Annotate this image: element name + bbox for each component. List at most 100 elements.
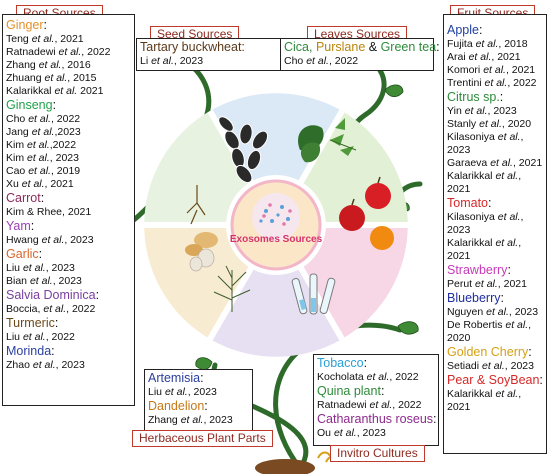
reference: Kim et al.,2022 <box>6 139 77 151</box>
invitro-title: Invitro Cultures <box>330 445 425 462</box>
reference: 2021 <box>447 401 471 413</box>
reference: Zhang et al., 2016 <box>6 59 91 71</box>
seeds-icon <box>218 116 269 184</box>
reference: Kocholata et al., 2022 <box>317 371 419 383</box>
seed-groups: Tartary buckwheat:Li et al., 2023 <box>140 40 277 68</box>
reference: Nguyen et al., 2023 <box>447 306 539 318</box>
reference: Cao et al., 2019 <box>6 165 81 177</box>
source-category-name: Catharanthus roseus <box>317 412 434 426</box>
reference: Liu et al., 2023 <box>6 262 75 274</box>
herb-plant-icon <box>213 265 251 312</box>
reference: Fujita et al., 2018 <box>447 38 528 50</box>
source-category-name: Ginger <box>6 18 44 32</box>
soil-sprout-icon <box>255 451 339 474</box>
reference: Liu et al., 2023 <box>148 386 217 398</box>
reference: Kilasoniya et al., <box>447 211 524 223</box>
reference: Garaeva et al., 2021 <box>447 157 543 169</box>
source-category: Blueberry: <box>447 291 504 305</box>
reference: 2020 <box>447 332 471 344</box>
reference: 2021 <box>447 250 471 262</box>
reference: Kalarikkal et al. 2021 <box>6 85 104 97</box>
source-category: Salvia Dominica: <box>6 288 100 302</box>
reference: Kalarikkal et al., <box>447 388 522 400</box>
source-category: Citrus sp.: <box>447 90 504 104</box>
source-category-name: Dandelion <box>148 399 205 413</box>
reference: Kim et al., 2023 <box>6 152 79 164</box>
reference: Hwang et al., 2023 <box>6 234 94 246</box>
source-category: Turmeric: <box>6 316 59 330</box>
seed-sources-box: Tartary buckwheat:Li et al., 2023 <box>136 38 281 71</box>
source-category: Artemisia: <box>148 371 204 385</box>
source-category-name: Morinda <box>6 344 52 358</box>
fruits-icon <box>339 176 394 250</box>
reference: 2021 <box>447 183 471 195</box>
reference: Ou et al., 2023 <box>317 427 386 439</box>
source-category-name: Strawberry <box>447 263 508 277</box>
source-category-name: Apple <box>447 23 479 37</box>
source-category-name: Artemisia <box>148 371 201 385</box>
source-category-name: Blueberry <box>447 291 501 305</box>
reference: Ratnadewi et al., 2022 <box>317 399 422 411</box>
reference: Ratnadewi et al., 2022 <box>6 46 111 58</box>
source-category: Yam: <box>6 219 35 233</box>
reference: Cho et al., 2022 <box>6 113 81 125</box>
source-category: Pear & SoyBean: <box>447 373 543 387</box>
source-category: Tartary buckwheat: <box>140 40 277 55</box>
leaves-ref: Cho et al., 2022 <box>284 55 359 67</box>
reference: Zhao et al., 2023 <box>6 359 85 371</box>
reference: Arai et al., 2021 <box>447 51 521 63</box>
herbaceous-title: Herbaceous Plant Parts <box>132 430 273 447</box>
leaves-heading-part: Cica, <box>284 40 316 54</box>
reference: 2023 <box>447 144 471 156</box>
source-category: Quina plant: <box>317 384 385 398</box>
source-category-name: Golden Cherry <box>447 345 529 359</box>
source-category-name: Salvia Dominica <box>6 288 96 302</box>
reference: De Robertis et al., <box>447 319 532 331</box>
source-category: Ginseng: <box>6 98 57 112</box>
reference: Yin et al., 2023 <box>447 105 517 117</box>
reference: Kim & Rhee, 2021 <box>6 206 92 218</box>
reference: Xu et al., 2021 <box>6 178 74 190</box>
source-category-name: Yam <box>6 219 31 233</box>
leaves-heading-part: Green tea <box>380 40 437 54</box>
leaves-sources-box: Cica, Purslane & Green tea: Cho et al., … <box>280 38 440 71</box>
reference: Setiadi et al., 2023 <box>447 360 534 372</box>
reference: Jang et al.,2023 <box>6 126 81 138</box>
leaves-icon <box>298 118 357 163</box>
leaves-heading-part: : <box>436 40 440 54</box>
reference: Kalarikkal et al., <box>447 237 522 249</box>
source-category: Garlic: <box>6 247 43 261</box>
source-category: Dandelion: <box>148 399 208 413</box>
reference: Bian et al., 2023 <box>6 275 82 287</box>
source-category-name: Pear & SoyBean <box>447 373 540 387</box>
source-category: Catharanthus roseus: <box>317 412 437 426</box>
reference: Li et al., 2023 <box>140 55 204 67</box>
source-category: Strawberry: <box>447 263 511 277</box>
roots-icon <box>185 185 218 272</box>
reference: Zhuang et al., 2015 <box>6 72 97 84</box>
source-category: Apple: <box>447 23 483 37</box>
source-category-name: Carrot <box>6 191 41 205</box>
test-tubes-icon <box>291 273 336 315</box>
reference: Kilasoniya et al., <box>447 131 524 143</box>
reference: Teng et al., 2021 <box>6 33 84 45</box>
reference: Komori et al., 2021 <box>447 64 536 76</box>
source-wheel <box>144 93 408 357</box>
reference: Zhang et al., 2023 <box>148 414 233 426</box>
leaves-heading-part: Purslane <box>315 40 369 54</box>
source-category-name: Turmeric <box>6 316 55 330</box>
center-label: Exosomes Sources <box>229 234 323 245</box>
source-category-name: Ginseng <box>6 98 53 112</box>
reference: 2023 <box>447 224 471 236</box>
source-category-name: Quina plant <box>317 384 381 398</box>
source-category: Morinda: <box>6 344 55 358</box>
source-category-name: Tomato <box>447 196 488 210</box>
source-category-name: Tobacco <box>317 356 364 370</box>
